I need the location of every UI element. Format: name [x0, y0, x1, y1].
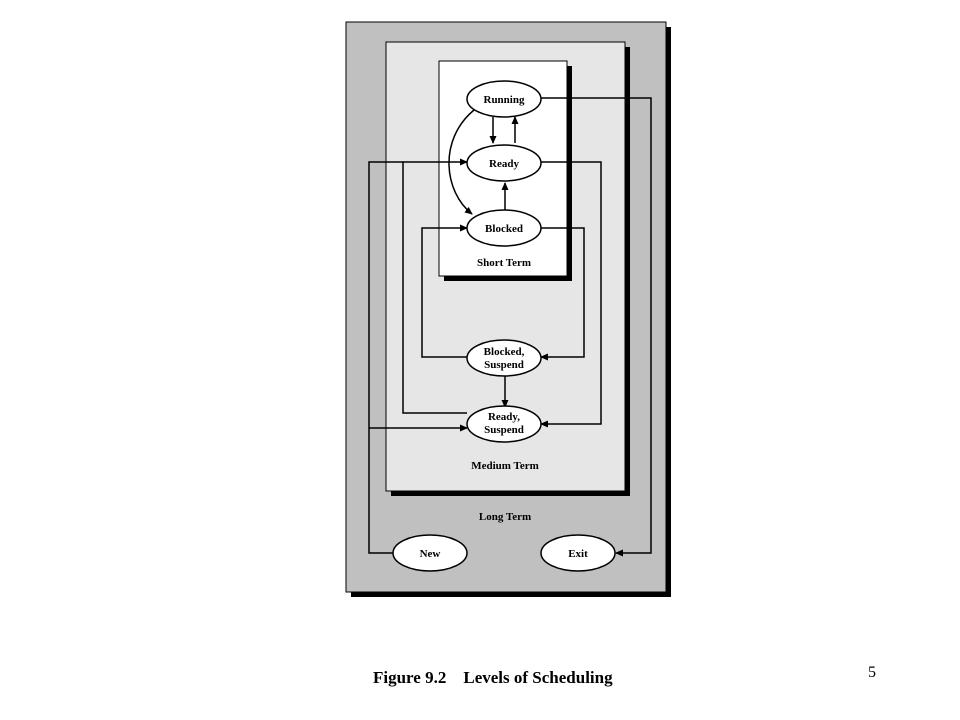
figure-caption: Figure 9.2 Levels of Scheduling — [373, 668, 613, 688]
state-new: New — [392, 534, 468, 572]
state-running-label: Running — [484, 94, 525, 106]
state-blocked-suspend-label-line1: Blocked, — [484, 346, 525, 358]
page-number: 5 — [868, 664, 876, 681]
state-new-label: New — [420, 548, 441, 560]
state-blocked-suspend-label-line2: Suspend — [484, 359, 524, 371]
state-running: Running — [466, 80, 542, 118]
transition-arrows — [368, 97, 652, 557]
figure-title: Levels of Scheduling — [463, 668, 613, 687]
state-exit: Exit — [540, 534, 616, 572]
medium-term-label: Medium Term — [471, 460, 539, 472]
state-ready-suspend: Ready, Suspend — [466, 405, 542, 443]
figure-number: Figure 9.2 — [373, 668, 447, 687]
state-ready: Ready — [466, 144, 542, 182]
state-ready-suspend-label-line2: Suspend — [484, 424, 524, 436]
short-term-label: Short Term — [477, 257, 531, 269]
long-term-label: Long Term — [479, 511, 531, 523]
state-blocked: Blocked — [466, 209, 542, 247]
state-blocked-suspend: Blocked, Suspend — [466, 339, 542, 377]
state-blocked-label: Blocked — [485, 223, 523, 235]
state-ready-suspend-label-line1: Ready, — [488, 411, 520, 423]
state-ready-label: Ready — [489, 158, 519, 170]
state-exit-label: Exit — [568, 548, 588, 560]
